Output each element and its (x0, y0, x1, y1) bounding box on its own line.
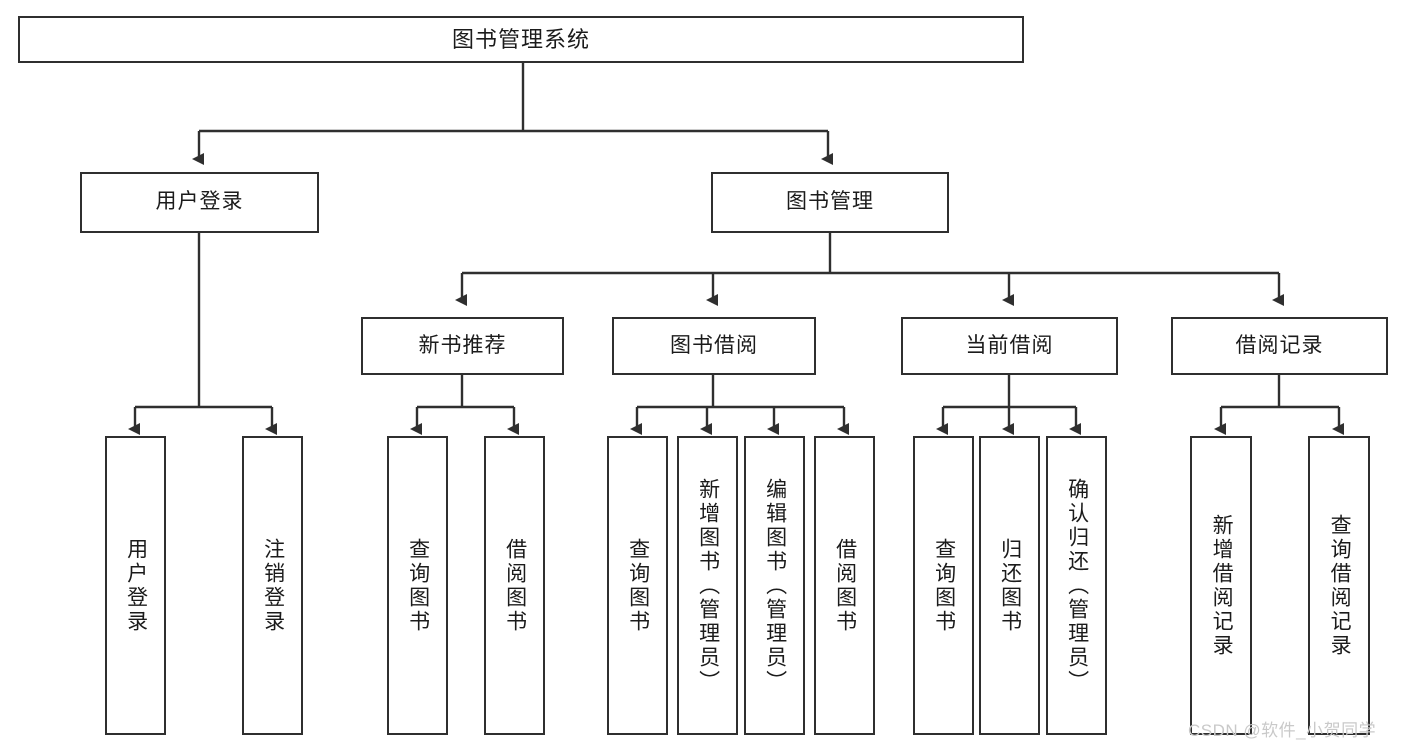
leaf-user-login-login[interactable]: 用户登录 (105, 436, 166, 735)
node-label: 图书借阅 (670, 333, 758, 357)
watermark-csdn: CSDN @软件_小贺同学 (1188, 721, 1377, 740)
leaf-borrow-record-add-record[interactable]: 新增借阅记录 (1190, 436, 1252, 735)
leaf-book-borrow-query-book[interactable]: 查询图书 (607, 436, 668, 735)
node-label: 查询图书 (626, 537, 650, 634)
node-label: 图书管理系统 (451, 26, 590, 52)
node-label: 当前借阅 (965, 333, 1054, 357)
node-label: 查询图书 (932, 537, 956, 634)
leaf-current-borrow-return-book[interactable]: 归还图书 (979, 436, 1040, 735)
leaf-new-book-query-book[interactable]: 查询图书 (387, 436, 448, 735)
leaf-book-borrow-borrow-book[interactable]: 借阅图书 (814, 436, 875, 735)
node-new-book-recommend[interactable]: 新书推荐 (361, 317, 564, 375)
node-label: 借阅记录 (1235, 333, 1324, 357)
leaf-book-borrow-add-book-admin[interactable]: 新增图书（管理员） (677, 436, 738, 735)
leaf-new-book-borrow-book[interactable]: 借阅图书 (484, 436, 545, 735)
node-label: 新增借阅记录 (1210, 513, 1234, 658)
node-label: 图书管理 (786, 190, 874, 214)
node-label: 查询图书 (406, 537, 430, 634)
node-label: 新增图书（管理员） (696, 477, 720, 694)
leaf-borrow-record-query-record[interactable]: 查询借阅记录 (1308, 436, 1370, 735)
node-label: 用户登录 (124, 537, 148, 634)
leaf-current-borrow-confirm-return-admin[interactable]: 确认归还（管理员） (1046, 436, 1107, 735)
node-book-management[interactable]: 图书管理 (711, 172, 949, 233)
node-label: 归还图书 (998, 537, 1022, 634)
leaf-book-borrow-edit-book-admin[interactable]: 编辑图书（管理员） (744, 436, 805, 735)
node-label: 确认归还（管理员） (1065, 477, 1089, 694)
node-label: 借阅图书 (833, 537, 857, 634)
node-borrow-record[interactable]: 借阅记录 (1171, 317, 1388, 375)
node-current-borrow[interactable]: 当前借阅 (901, 317, 1118, 375)
node-root-book-management-system[interactable]: 图书管理系统 (18, 16, 1024, 63)
node-label: 编辑图书（管理员） (763, 477, 787, 694)
node-label: 查询借阅记录 (1328, 513, 1352, 658)
node-label: 借阅图书 (503, 537, 527, 634)
node-book-borrow[interactable]: 图书借阅 (612, 317, 816, 375)
leaf-current-borrow-query-book[interactable]: 查询图书 (913, 436, 974, 735)
node-label: 注销登录 (261, 537, 285, 634)
node-user-login[interactable]: 用户登录 (80, 172, 319, 233)
leaf-user-login-logout[interactable]: 注销登录 (242, 436, 303, 735)
node-label: 新书推荐 (418, 333, 507, 357)
node-label: 用户登录 (155, 190, 244, 214)
